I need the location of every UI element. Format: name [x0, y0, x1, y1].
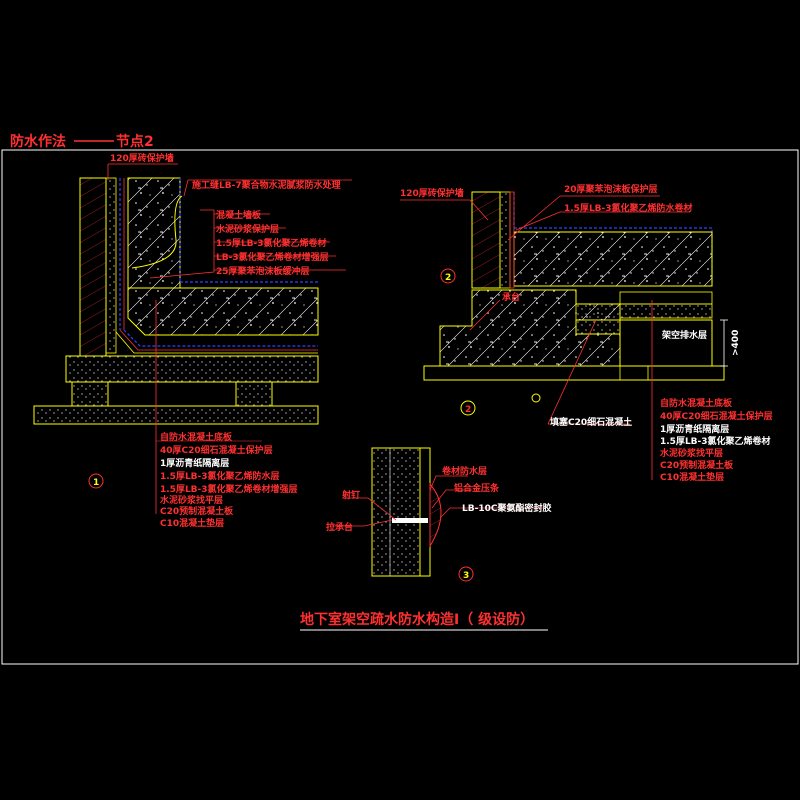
d2-bottom-label-5: C20预制混凝土板: [660, 459, 734, 471]
d2-dimension: >400: [731, 330, 741, 356]
d3-marker: [458, 566, 474, 582]
d1-bottom-label-0: 自防水混凝土底板: [160, 431, 233, 443]
d2-void-label: 架空排水层: [661, 329, 707, 341]
d2-bottom-label-0: 自防水混凝土底板: [660, 397, 733, 409]
d2-marker-top-text: 2: [445, 273, 451, 283]
d2-void: [619, 319, 713, 367]
d2-marker-top: [440, 268, 456, 284]
d2-bottom-label-4: 水泥砂浆找平层: [660, 447, 723, 459]
d3-left-label-0: 射钉: [341, 489, 360, 501]
precast-slab: [65, 355, 319, 383]
d3-left-label-1: 拉承台: [326, 521, 353, 533]
d1-bottom-label-7: C10混凝土垫层: [160, 517, 224, 529]
d1-bottom-label-1: 40厚C20细石混凝土保护层: [160, 444, 273, 456]
d1-top-label-1: 施工缝LB-7聚合物水泥腻浆防水处理: [192, 179, 341, 191]
d1-marker-text: 1: [93, 478, 99, 488]
d3-right-label-2: LB-10C聚氨酯密封胶: [462, 502, 551, 514]
d3-right-label-0: 卷材防水层: [441, 465, 487, 477]
concrete-wall: [127, 177, 181, 289]
d1-bottom-label-4: 1.5厚LB-3氯化聚乙烯卷材增强层: [160, 483, 298, 495]
d2-bottom-label-2: 1厚沥青纸隔离层: [660, 423, 729, 435]
d1-side-label-2: 1.5厚LB-3氯化聚乙烯卷材: [216, 237, 327, 249]
construction-joint: [131, 195, 183, 269]
d1-side-label-1: 水泥砂浆保护层: [216, 223, 279, 235]
detail-3: 射钉 拉承台 卷材防水层 铝合金压条 LB-10C聚氨酯密封胶 3: [326, 447, 551, 582]
d2-bottom-label-1: 40厚C20细石混凝土保护层: [660, 410, 773, 422]
d1-top-label-0: 120厚砖保护墙: [110, 152, 174, 164]
d2-bottom-label-3: 1.5厚LB-3氯化聚乙烯卷材: [660, 435, 771, 447]
bottom-slab: [127, 287, 319, 336]
d1-side-label-0: 混凝土墙板: [216, 209, 262, 221]
d2-step-label: 承台: [502, 291, 520, 303]
d2-bottom-label-6: C10混凝土垫层: [660, 471, 724, 483]
d1-bottom-label-3: 1.5厚LB-3氯化聚乙烯防水层: [160, 470, 280, 482]
d1-bottom-labels: 自防水混凝土底板 40厚C20细石混凝土保护层 1厚沥青纸隔离层 1.5厚LB-…: [156, 431, 298, 529]
d2-marker-bottom-text: 2: [465, 405, 471, 415]
d1-side-label-4: 25厚聚苯泡沫板缓冲层: [216, 265, 310, 277]
d1-bottom-label-6: C20预制混凝土板: [160, 505, 234, 517]
detail-1: 120厚砖保护墙 施工缝LB-7聚合物水泥腻浆防水处理 混凝土墙板 水泥砂浆保护…: [33, 152, 352, 529]
d1-marker: [88, 473, 104, 489]
detail-2: >400 120厚砖保护墙 20厚聚苯泡沫板保护层 1.5厚LB-3氯化聚乙烯防…: [400, 183, 773, 483]
d2-top-label-0: 120厚砖保护墙: [400, 187, 464, 199]
d3-wall: [371, 447, 421, 577]
brick-wall: [79, 177, 107, 357]
d2-fill-label: 填塞C20细石混凝土: [550, 416, 632, 428]
d2-top-label-2: 1.5厚LB-3氯化聚乙烯防水卷材: [564, 202, 693, 214]
d3-sealant: [429, 482, 442, 548]
d2-fill-concrete: [575, 303, 621, 335]
cushion-layer: [33, 405, 319, 425]
drawing-frame: [1, 149, 799, 665]
main-title: 地下室架空疏水防水构造I（ 级设防）: [300, 611, 534, 628]
header-node: 节点2: [116, 133, 154, 150]
d2-slab: [513, 231, 713, 287]
d1-bottom-label-5: 水泥砂浆找平层: [160, 494, 223, 506]
mortar-layer: [105, 177, 117, 354]
d3-right-label-1: 铝合金压条: [454, 482, 500, 494]
d3-anchor: [392, 518, 428, 523]
d1-side-label-3: LB-3氯化聚乙烯卷材增强层: [216, 251, 329, 263]
d2-marker-bottom: [460, 400, 476, 416]
d1-bottom-label-2: 1厚沥青纸隔离层: [160, 457, 229, 469]
d3-marker-text: 3: [463, 571, 469, 581]
d2-top-label-1: 20厚聚苯泡沫板保护层: [564, 183, 658, 195]
header-title: 防水作法: [10, 133, 66, 150]
